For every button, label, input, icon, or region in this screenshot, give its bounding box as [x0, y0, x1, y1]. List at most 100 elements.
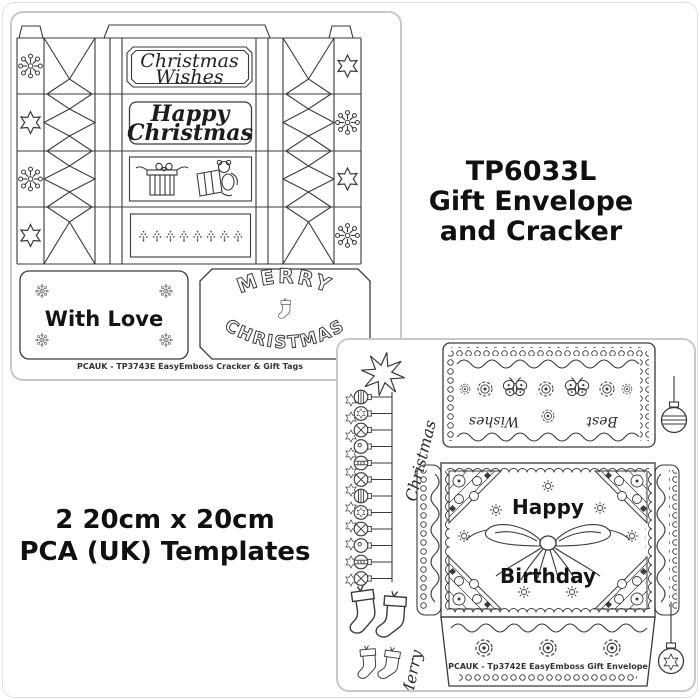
baubles-garland — [354, 390, 393, 586]
sparkle-icon — [457, 529, 471, 543]
star-icon — [337, 54, 358, 78]
rosette-icon — [603, 639, 621, 657]
envelope-front: Happy Birthday — [440, 462, 656, 618]
bauble-icon — [354, 572, 371, 586]
panel-gifts — [128, 156, 253, 202]
stars-garland — [345, 393, 357, 587]
panel-happy-line2: Christmas — [127, 120, 253, 146]
rosette-icon — [538, 381, 554, 397]
stocking-icon — [375, 589, 408, 640]
butterfly-icon — [563, 377, 591, 398]
rosette-icon — [621, 383, 633, 395]
rosette-icon — [459, 383, 471, 395]
snowflake-icon — [36, 334, 48, 346]
product-code: TP6033L — [465, 156, 597, 187]
cracker-crimp-right — [281, 37, 336, 265]
bauble-icon — [354, 456, 371, 470]
hanging-bauble-striped — [660, 376, 688, 434]
envelope-drawing: Christmas Merry — [343, 342, 688, 690]
rosette-icon — [475, 639, 493, 657]
bauble-icon — [354, 522, 371, 536]
sparkle-icon — [489, 503, 503, 517]
snowflake-icon — [336, 224, 360, 248]
stocking-icon — [343, 583, 380, 635]
cracker-crimp-left — [42, 37, 97, 265]
bauble-icon — [354, 506, 371, 520]
envelope-template-card: Christmas Merry — [336, 338, 696, 692]
star-icon — [20, 110, 41, 135]
envelope-top-flap: Wishes Best — [442, 342, 656, 448]
size-line1: 2 20cm x 20cm — [55, 505, 275, 535]
product-name-line1: Gift Envelope — [428, 186, 634, 217]
happy-text: Happy — [512, 495, 584, 519]
snowflake-icon — [19, 167, 43, 191]
wavy-border — [456, 359, 640, 369]
butterfly-icon — [501, 377, 529, 398]
envelope-side-flap-right — [654, 464, 680, 616]
snowflake-icon — [336, 111, 360, 135]
wavy-border — [450, 623, 648, 633]
panel-christmas-wishes: Christmas Wishes — [126, 46, 253, 88]
hanging-bauble-star — [657, 602, 685, 675]
star-icon — [20, 223, 41, 248]
birthday-text: Birthday — [500, 564, 596, 588]
teddy-gift-icon — [196, 159, 238, 197]
bauble-icon — [354, 440, 371, 454]
snowflake-icon — [160, 334, 172, 346]
snowflake-icon — [19, 54, 43, 78]
rosette-icon — [477, 381, 493, 397]
sparkle-icon — [593, 501, 607, 515]
snowflake-icon — [36, 285, 48, 297]
snowflake-icon — [160, 285, 172, 297]
rosette-icon — [599, 381, 615, 397]
rosette-icon — [539, 639, 557, 657]
christmas-arc-text: CHRISTMAS — [221, 316, 349, 353]
with-love-text: With Love — [45, 307, 163, 331]
ribbon-bow-icon — [465, 524, 631, 581]
cracker-end-tabs — [18, 24, 354, 39]
cracker-drawing: Christmas Wishes Happy Christmas — [16, 24, 371, 371]
panel-happy-line1: Happy — [150, 101, 232, 127]
sparkle-icon — [541, 479, 555, 493]
size-line2: PCA (UK) Templates — [19, 537, 311, 567]
envelope-side-flap-left — [416, 464, 442, 616]
panel-wishes-line1: Christmas — [140, 50, 239, 72]
merry-vertical-text: Merry — [397, 647, 426, 690]
stocking-icon — [355, 644, 379, 680]
stocking-icon — [376, 645, 402, 681]
tag-with-love: With Love — [19, 270, 189, 360]
cracker-outline — [16, 24, 362, 265]
bauble-icon — [354, 407, 371, 421]
rosette-icon — [541, 409, 555, 423]
panel-happy-christmas: Happy Christmas — [127, 101, 253, 146]
bauble-icon — [354, 390, 371, 404]
stocking-icon — [278, 297, 291, 319]
bauble-icon — [354, 539, 371, 553]
panel-wishes-line2: Wishes — [155, 66, 224, 88]
lace-corner-icon — [448, 470, 502, 524]
wavy-border — [456, 432, 640, 442]
cracker-template-card: Christmas Wishes Happy Christmas — [10, 11, 402, 381]
flap-best-text: Best — [586, 413, 619, 429]
lace-corner-icon — [594, 556, 648, 610]
sparkle-icon — [625, 529, 639, 543]
envelope-caption: PCAUK - Tp3742E EasyEmboss Gift Envelope — [448, 662, 648, 671]
panel-dotted-trees — [129, 213, 252, 258]
product-code-note: TP6033L Gift Envelope and Cracker — [398, 157, 664, 247]
star-icon — [337, 167, 358, 191]
bauble-icon — [354, 473, 371, 487]
cracker-left-decorations — [19, 54, 43, 248]
bauble-icon — [354, 555, 371, 569]
product-name-line2: and Cracker — [439, 216, 623, 247]
bauble-icon — [354, 489, 371, 503]
bauble-icon — [354, 423, 371, 437]
lace-corner-icon — [448, 556, 502, 610]
lace-corner-icon — [594, 470, 648, 524]
cracker-caption: PCAUK - TP3743E EasyEmboss Cracker & Gif… — [77, 362, 303, 371]
stockings-group — [343, 583, 408, 681]
envelope-bottom-flap: PCAUK - Tp3742E EasyEmboss Gift Envelope — [440, 616, 656, 687]
flap-wishes-text: Wishes — [469, 413, 519, 429]
size-note: 2 20cm x 20cm PCA (UK) Templates — [0, 504, 330, 568]
